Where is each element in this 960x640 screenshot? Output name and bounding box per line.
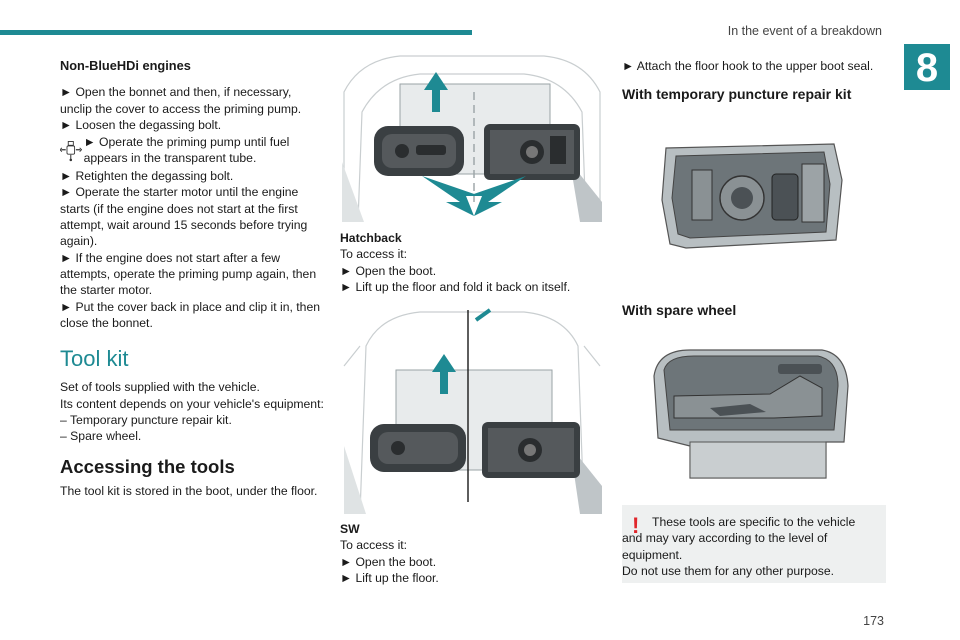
- right-storage-tray: [484, 124, 580, 180]
- sw-line-1: To access it:: [340, 538, 408, 553]
- tool-kit-item-1: – Temporary puncture repair kit.: [60, 413, 232, 428]
- right-column-mid: With spare wheel: [622, 302, 892, 318]
- sw-label: SW: [340, 522, 360, 536]
- chapter-number-badge: 8: [904, 44, 950, 90]
- tool-kit-intro-2: Its content depends on your vehicle's eq…: [60, 396, 324, 411]
- hatchback-line-3: ► Lift up the floor and fold it back on …: [340, 279, 571, 294]
- left-storage-tray: [374, 126, 464, 176]
- tool-kit-heading: Tool kit: [60, 346, 129, 372]
- accessing-heading: Accessing the tools: [60, 455, 235, 477]
- step-6: ► If the engine does not start after a f…: [60, 250, 317, 298]
- repair-kit-tray-illustration: [661, 143, 843, 249]
- spare-wheel-tray-illustration: [653, 349, 849, 479]
- accessing-text: The tool kit is stored in the boot, unde…: [60, 483, 318, 498]
- step-4: ► Retighten the degassing bolt.: [60, 169, 234, 184]
- sw-right-storage-tray: [482, 422, 580, 478]
- right-column-top: ► Attach the floor hook to the upper boo…: [622, 58, 892, 103]
- hatchback-label: Hatchback: [340, 231, 402, 245]
- step-5: ► Operate the starter motor until the en…: [60, 185, 308, 249]
- section-subtitle: Non-BlueHDi engines: [60, 58, 191, 73]
- hook-step: ► Attach the floor hook to the upper boo…: [622, 59, 874, 73]
- hatchback-boot-illustration: [340, 52, 604, 222]
- spare-wheel-heading: With spare wheel: [622, 302, 737, 318]
- note-line-2: Do not use them for any other purpose.: [622, 563, 835, 578]
- sw-instructions: SW To access it: ► Open the boot. ► Lift…: [340, 521, 604, 586]
- step-1: ► Open the bonnet and then, if necessary…: [60, 85, 302, 116]
- sw-left-storage-tray: [370, 424, 466, 472]
- note-line-1: These tools are specific to the vehicle …: [622, 515, 856, 562]
- left-column: Non-BlueHDi engines ► Open the bonnet an…: [60, 58, 326, 499]
- sw-line-2: ► Open the boot.: [340, 554, 437, 569]
- warning-exclamation-icon: !: [632, 513, 640, 538]
- priming-pump-icon: [60, 141, 82, 162]
- hatchback-line-2: ► Open the boot.: [340, 263, 437, 278]
- priming-step: ► Operate the priming pump until fuel ap…: [60, 134, 326, 168]
- page-number: 173: [863, 614, 884, 628]
- hatchback-instructions: Hatchback To access it: ► Open the boot.…: [340, 230, 604, 295]
- repair-kit-heading: With temporary puncture repair kit: [622, 86, 852, 103]
- sw-line-3: ► Lift up the floor.: [340, 570, 439, 585]
- step-3: ► Operate the priming pump until fuel ap…: [83, 135, 290, 166]
- sw-boot-illustration: [340, 306, 604, 514]
- warning-note: ! These tools are specific to the vehicl…: [622, 505, 886, 583]
- tool-kit-intro-1: Set of tools supplied with the vehicle.: [60, 380, 260, 395]
- step-7: ► Put the cover back in place and clip i…: [60, 299, 321, 330]
- hatchback-line-1: To access it:: [340, 247, 408, 262]
- header-accent-bar: [0, 30, 472, 35]
- step-2: ► Loosen the degassing bolt.: [60, 117, 222, 132]
- tool-kit-item-2: – Spare wheel.: [60, 429, 142, 444]
- section-title: In the event of a breakdown: [727, 24, 882, 38]
